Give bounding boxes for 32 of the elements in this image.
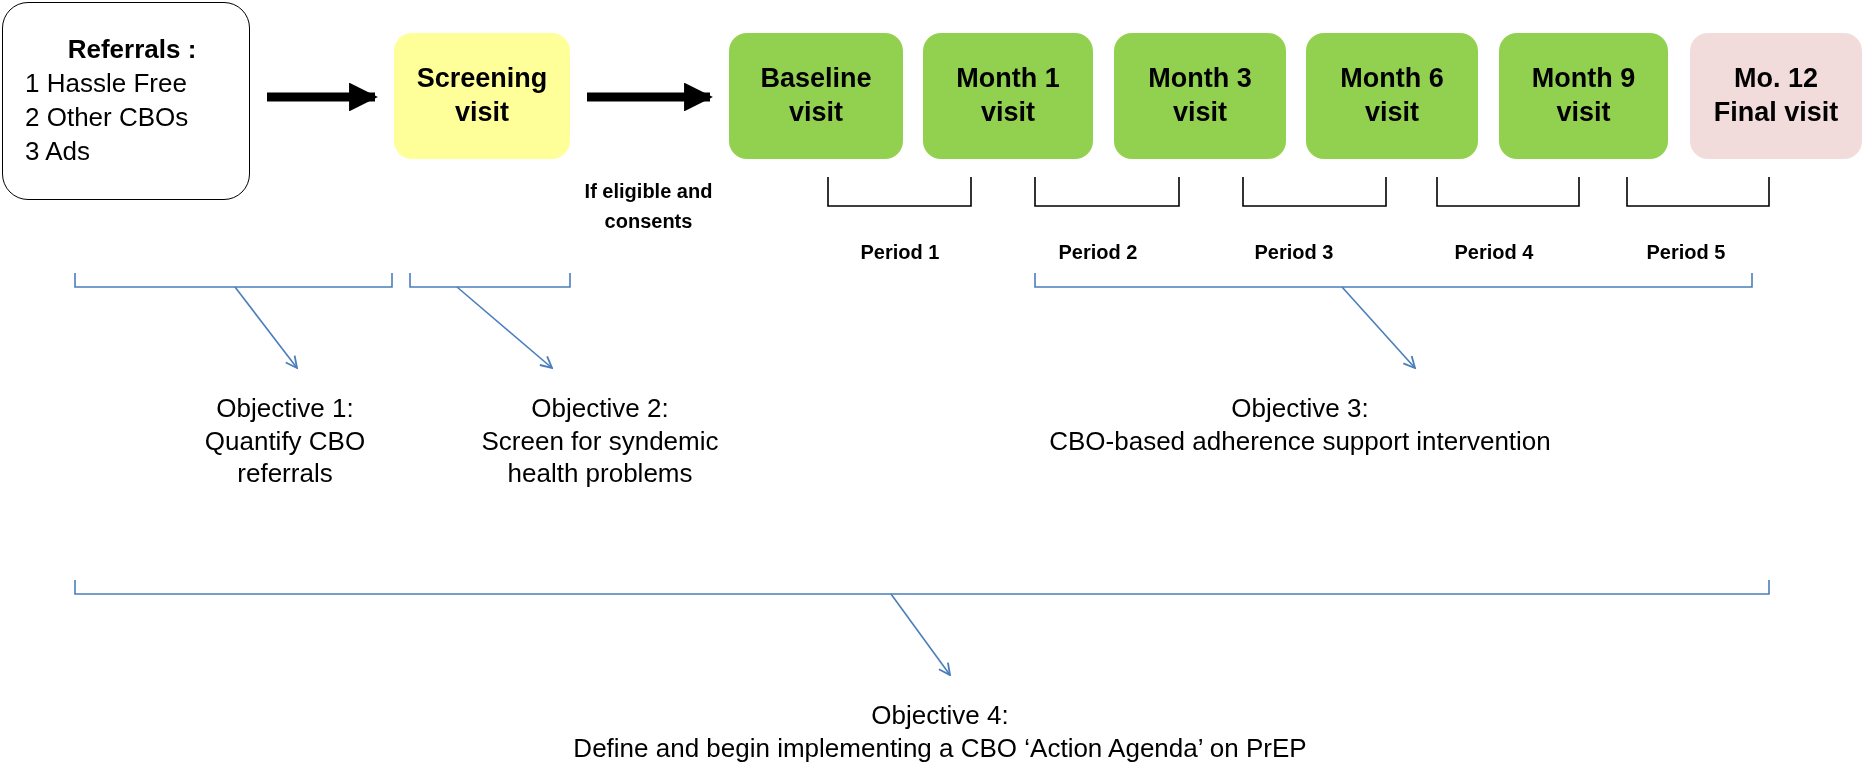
period-label: Period 4 [1453,241,1535,264]
leader-arrow [234,286,298,369]
leader-arrow [1341,286,1416,369]
final-visit-box: Mo. 12 Final visit [1690,33,1862,159]
objective-heading: Objective 1: [216,392,354,425]
objective-heading: Objective 3: [1231,392,1369,425]
objective-heading: Objective 2: [531,392,669,425]
referrals-box [2,2,250,200]
edge-label: If eligible and consents [583,179,714,234]
objective-description: CBO-based adherence support intervention [1049,424,1551,457]
visit-box: Month 6 visit [1306,33,1478,159]
screening-visit-box: Screening visit [394,33,570,159]
objective-description: Define and begin implementing a CBO ‘Action Agenda’ on PrEP [573,731,1307,764]
arrow [587,82,713,112]
objective-description: Screen for syndemic health problems [480,424,720,490]
leader-arrow [890,593,951,676]
period-label: Period 3 [1253,241,1335,264]
leader-arrow [456,286,553,369]
objective-heading: Objective 4: [871,699,1009,732]
box-heading: Referrals : [67,33,197,67]
visit-box: Month 1 visit [923,33,1093,159]
arrow [267,82,378,112]
list-item: 1 Hassle Free [25,67,187,101]
visit-box: Month 9 visit [1499,33,1668,159]
period-label: Period 2 [1057,241,1139,264]
visit-box: Month 3 visit [1114,33,1286,159]
list-item: 3 Ads [25,134,91,168]
period-label: Period 1 [859,241,941,264]
visit-box: Baseline visit [729,33,903,159]
list-item: 2 Other CBOs [25,101,189,134]
period-label: Period 5 [1645,241,1727,264]
objective-description: Quantify CBO referrals [203,424,367,490]
